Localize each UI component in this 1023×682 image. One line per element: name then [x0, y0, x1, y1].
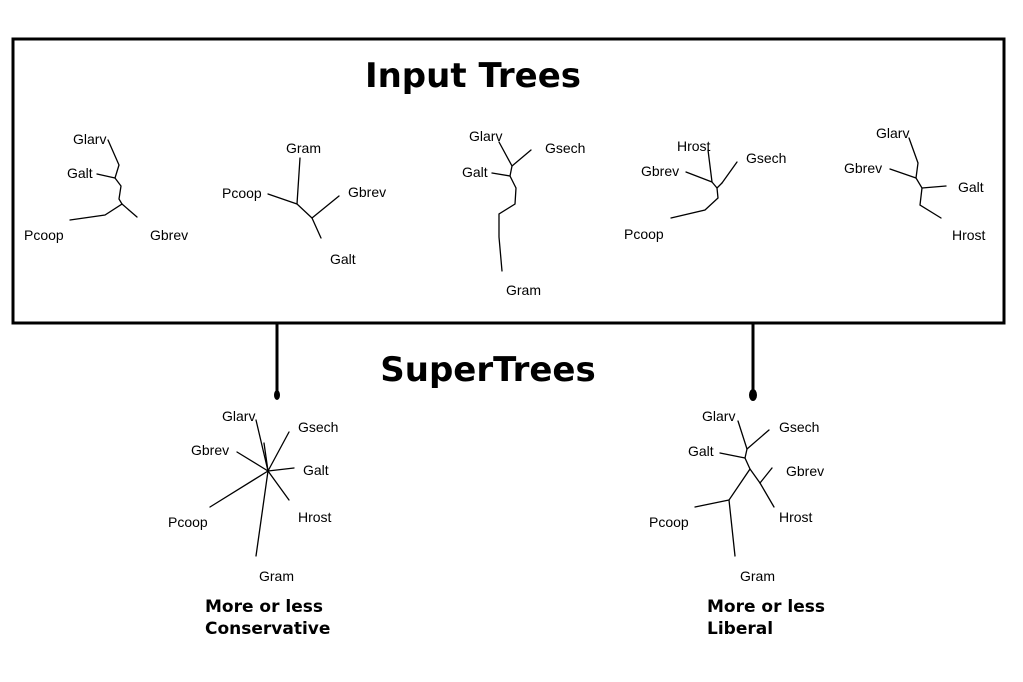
connector-right-arrowhead [749, 389, 757, 401]
tree-2-leaf-galt: Galt [330, 251, 356, 267]
tree-1-leaf-gbrev: Gbrev [150, 227, 188, 243]
st1-branch-gram [255, 470, 269, 557]
st1-leaf-glarv: Glarv [222, 408, 255, 424]
tree-3-branch-galt [491, 172, 511, 177]
tree-5-leaf-galt: Galt [958, 179, 984, 195]
tree-1-leaf-pcoop: Pcoop [24, 227, 64, 243]
tree-5-branch-gbrev [889, 168, 917, 179]
tree-3-leaf-glarv: Glarv [469, 128, 502, 144]
st1-leaf-gbrev: Gbrev [191, 442, 229, 458]
tree-1-branches [69, 139, 123, 221]
input-trees-frame [11, 37, 1006, 325]
st2-branch-spine [728, 420, 751, 557]
st2-leaf-hrost: Hrost [779, 509, 813, 525]
supertree-conservative: Glarv Gsech Gbrev Galt Pcoop Hrost Gram … [168, 408, 338, 639]
st2-branch-pcoop [694, 499, 730, 508]
tree-3-branch-gsech [511, 149, 532, 167]
st2-caption-line2: Liberal [707, 619, 773, 639]
tree-4-branches [670, 149, 719, 219]
st2-branch-galt [719, 452, 746, 459]
st1-branch-gbrev [236, 451, 269, 472]
tree-4-branch-gbrev [685, 171, 713, 183]
tree-1-leaf-glarv: Glarv [73, 131, 106, 147]
tree-3-leaf-gram: Gram [506, 282, 541, 298]
st2-leaf-gsech: Gsech [779, 419, 819, 435]
st1-branch-gsech [267, 431, 290, 472]
tree-5-leaf-glarv: Glarv [876, 125, 909, 141]
st1-branch-glarv [255, 419, 269, 472]
st1-branch-pcoop [209, 470, 269, 508]
tree-3-branches [498, 141, 517, 272]
tree-1-leaf-galt: Galt [67, 165, 93, 181]
input-tree-3: Glarv Gsech Galt Gram [462, 128, 585, 298]
st1-caption-line2: Conservative [205, 619, 330, 639]
tree-2-leaf-gbrev: Gbrev [348, 184, 386, 200]
tree-5-leaf-gbrev: Gbrev [844, 160, 882, 176]
st1-branch-galt [267, 467, 295, 472]
tree-2-leaf-pcoop: Pcoop [222, 185, 262, 201]
tree-2-leaf-gram: Gram [286, 140, 321, 156]
input-tree-1: Glarv Galt Pcoop Gbrev [24, 131, 188, 243]
tree-2-branches [296, 157, 322, 239]
tree-3-leaf-gsech: Gsech [545, 140, 585, 156]
st2-caption-line1: More or less [707, 597, 825, 617]
tree-1-branch-galt [96, 173, 116, 179]
tree-5-branches [908, 137, 942, 219]
tree-4-leaf-gsech: Gsech [746, 150, 786, 166]
tree-1-branch-gbrev [121, 203, 138, 218]
tree-3-leaf-galt: Galt [462, 164, 488, 180]
st1-caption-line1: More or less [205, 597, 323, 617]
tree-4-leaf-pcoop: Pcoop [624, 226, 664, 242]
st1-leaf-gsech: Gsech [298, 419, 338, 435]
st1-leaf-gram: Gram [259, 568, 294, 584]
tree-4-leaf-hrost: Hrost [677, 138, 711, 154]
input-tree-4: Hrost Gsech Gbrev Pcoop [624, 138, 786, 242]
st2-leaf-gram: Gram [740, 568, 775, 584]
tree-4-leaf-gbrev: Gbrev [641, 163, 679, 179]
st1-leaf-hrost: Hrost [298, 509, 332, 525]
connector-left-arrowhead [274, 390, 280, 400]
st2-leaf-gbrev: Gbrev [786, 463, 824, 479]
st2-leaf-glarv: Glarv [702, 408, 735, 424]
tree-4-branch-gsech [721, 161, 738, 184]
tree-2-branch-gbrev [311, 195, 340, 219]
input-trees-title: Input Trees [365, 56, 581, 96]
st2-branch-hrost [759, 482, 775, 508]
tree-2-branch-pcoop [267, 193, 298, 205]
st2-leaf-pcoop: Pcoop [649, 514, 689, 530]
supertrees-title: SuperTrees [380, 350, 595, 390]
input-tree-2: Gram Pcoop Gbrev Galt [222, 140, 386, 267]
st1-branch-glarv-2 [263, 442, 269, 472]
tree-5-leaf-hrost: Hrost [952, 227, 986, 243]
tree-5-branch-galt [921, 185, 947, 189]
tree-4-branch-gsech-stem [716, 182, 723, 189]
input-tree-5: Glarv Gbrev Galt Hrost [844, 125, 986, 243]
st1-branch-hrost [267, 470, 290, 501]
st2-branch-right-clade [749, 468, 761, 484]
st2-branch-gsech [746, 429, 770, 450]
st1-leaf-galt: Galt [303, 462, 329, 478]
st2-branch-gbrev [759, 467, 773, 484]
supertree-liberal: Glarv Gsech Galt Gbrev Pcoop Hrost Gram … [649, 408, 825, 639]
st1-leaf-pcoop: Pcoop [168, 514, 208, 530]
st2-leaf-galt: Galt [688, 443, 714, 459]
